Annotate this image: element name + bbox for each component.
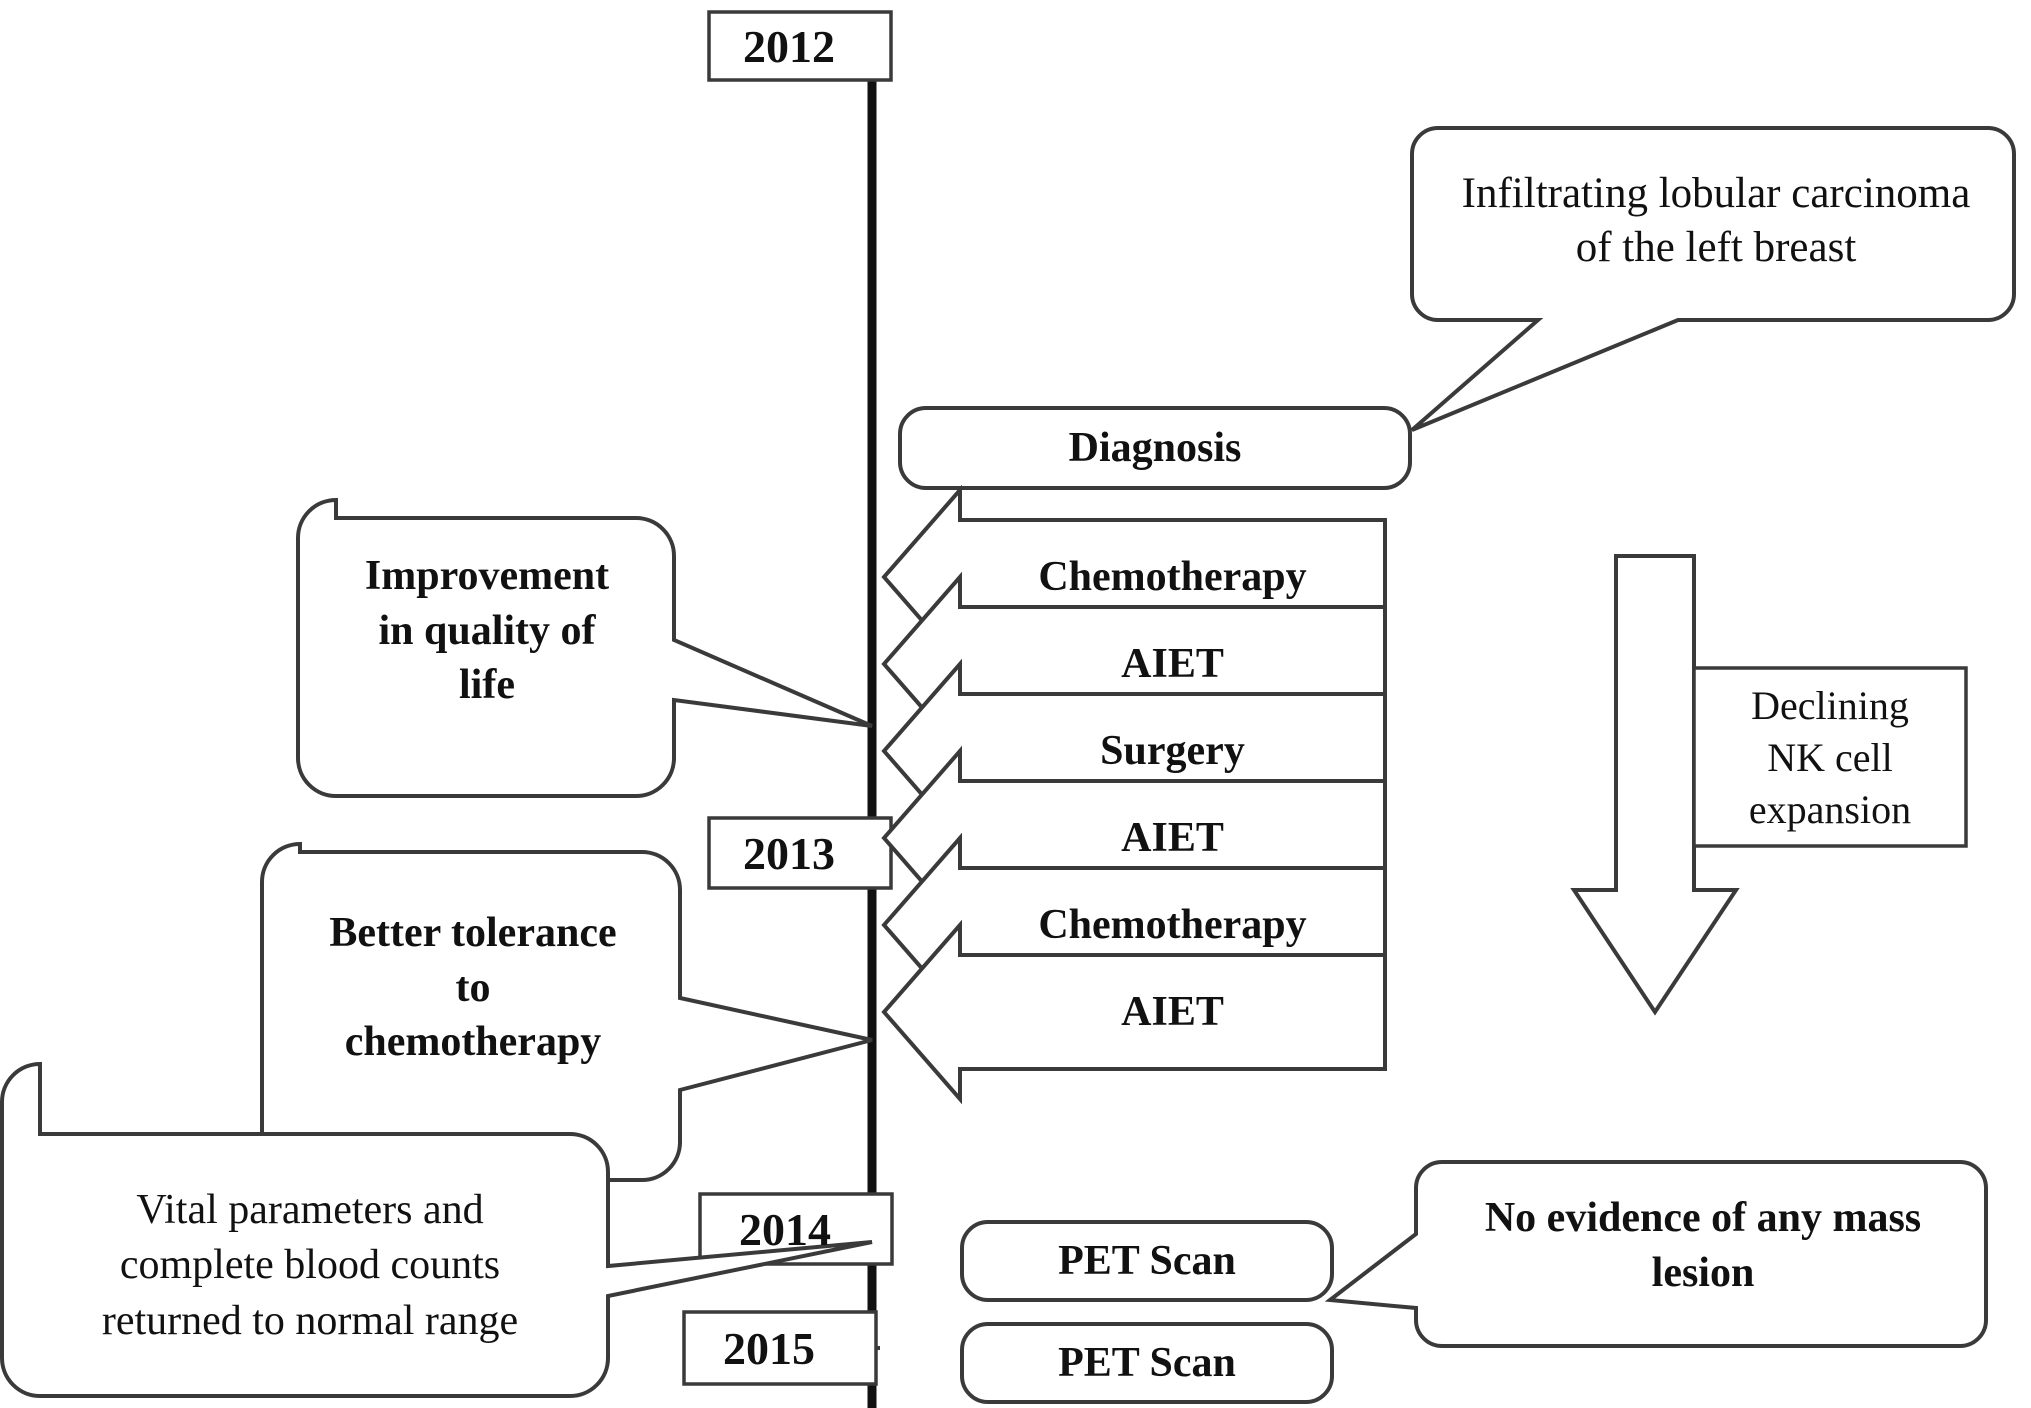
annotation-box-declining-nk-cell-expansion [1692, 666, 1968, 848]
callout-no-evidence-of-mass-lesion[interactable] [1324, 1160, 1988, 1348]
callout-infiltrating-lobular-carcinoma[interactable] [1410, 126, 2016, 432]
event-box-diagnosis[interactable] [898, 406, 1412, 490]
callout-better-tolerance-to-chemotherapy[interactable] [260, 841, 873, 1182]
event-box-pet-scan-2[interactable] [960, 1322, 1334, 1404]
down-arrow-declining-nk [1570, 554, 1740, 1016]
year-box-2012 [707, 10, 893, 82]
callout-improvement-quality-of-life[interactable] [296, 497, 873, 798]
year-box-2015 [682, 1310, 878, 1386]
event-box-pet-scan-1[interactable] [960, 1220, 1334, 1302]
year-box-2013 [707, 816, 893, 890]
event-arrow-aiet-3[interactable] [881, 919, 1387, 1105]
callout-vital-parameters[interactable] [0, 1061, 873, 1398]
